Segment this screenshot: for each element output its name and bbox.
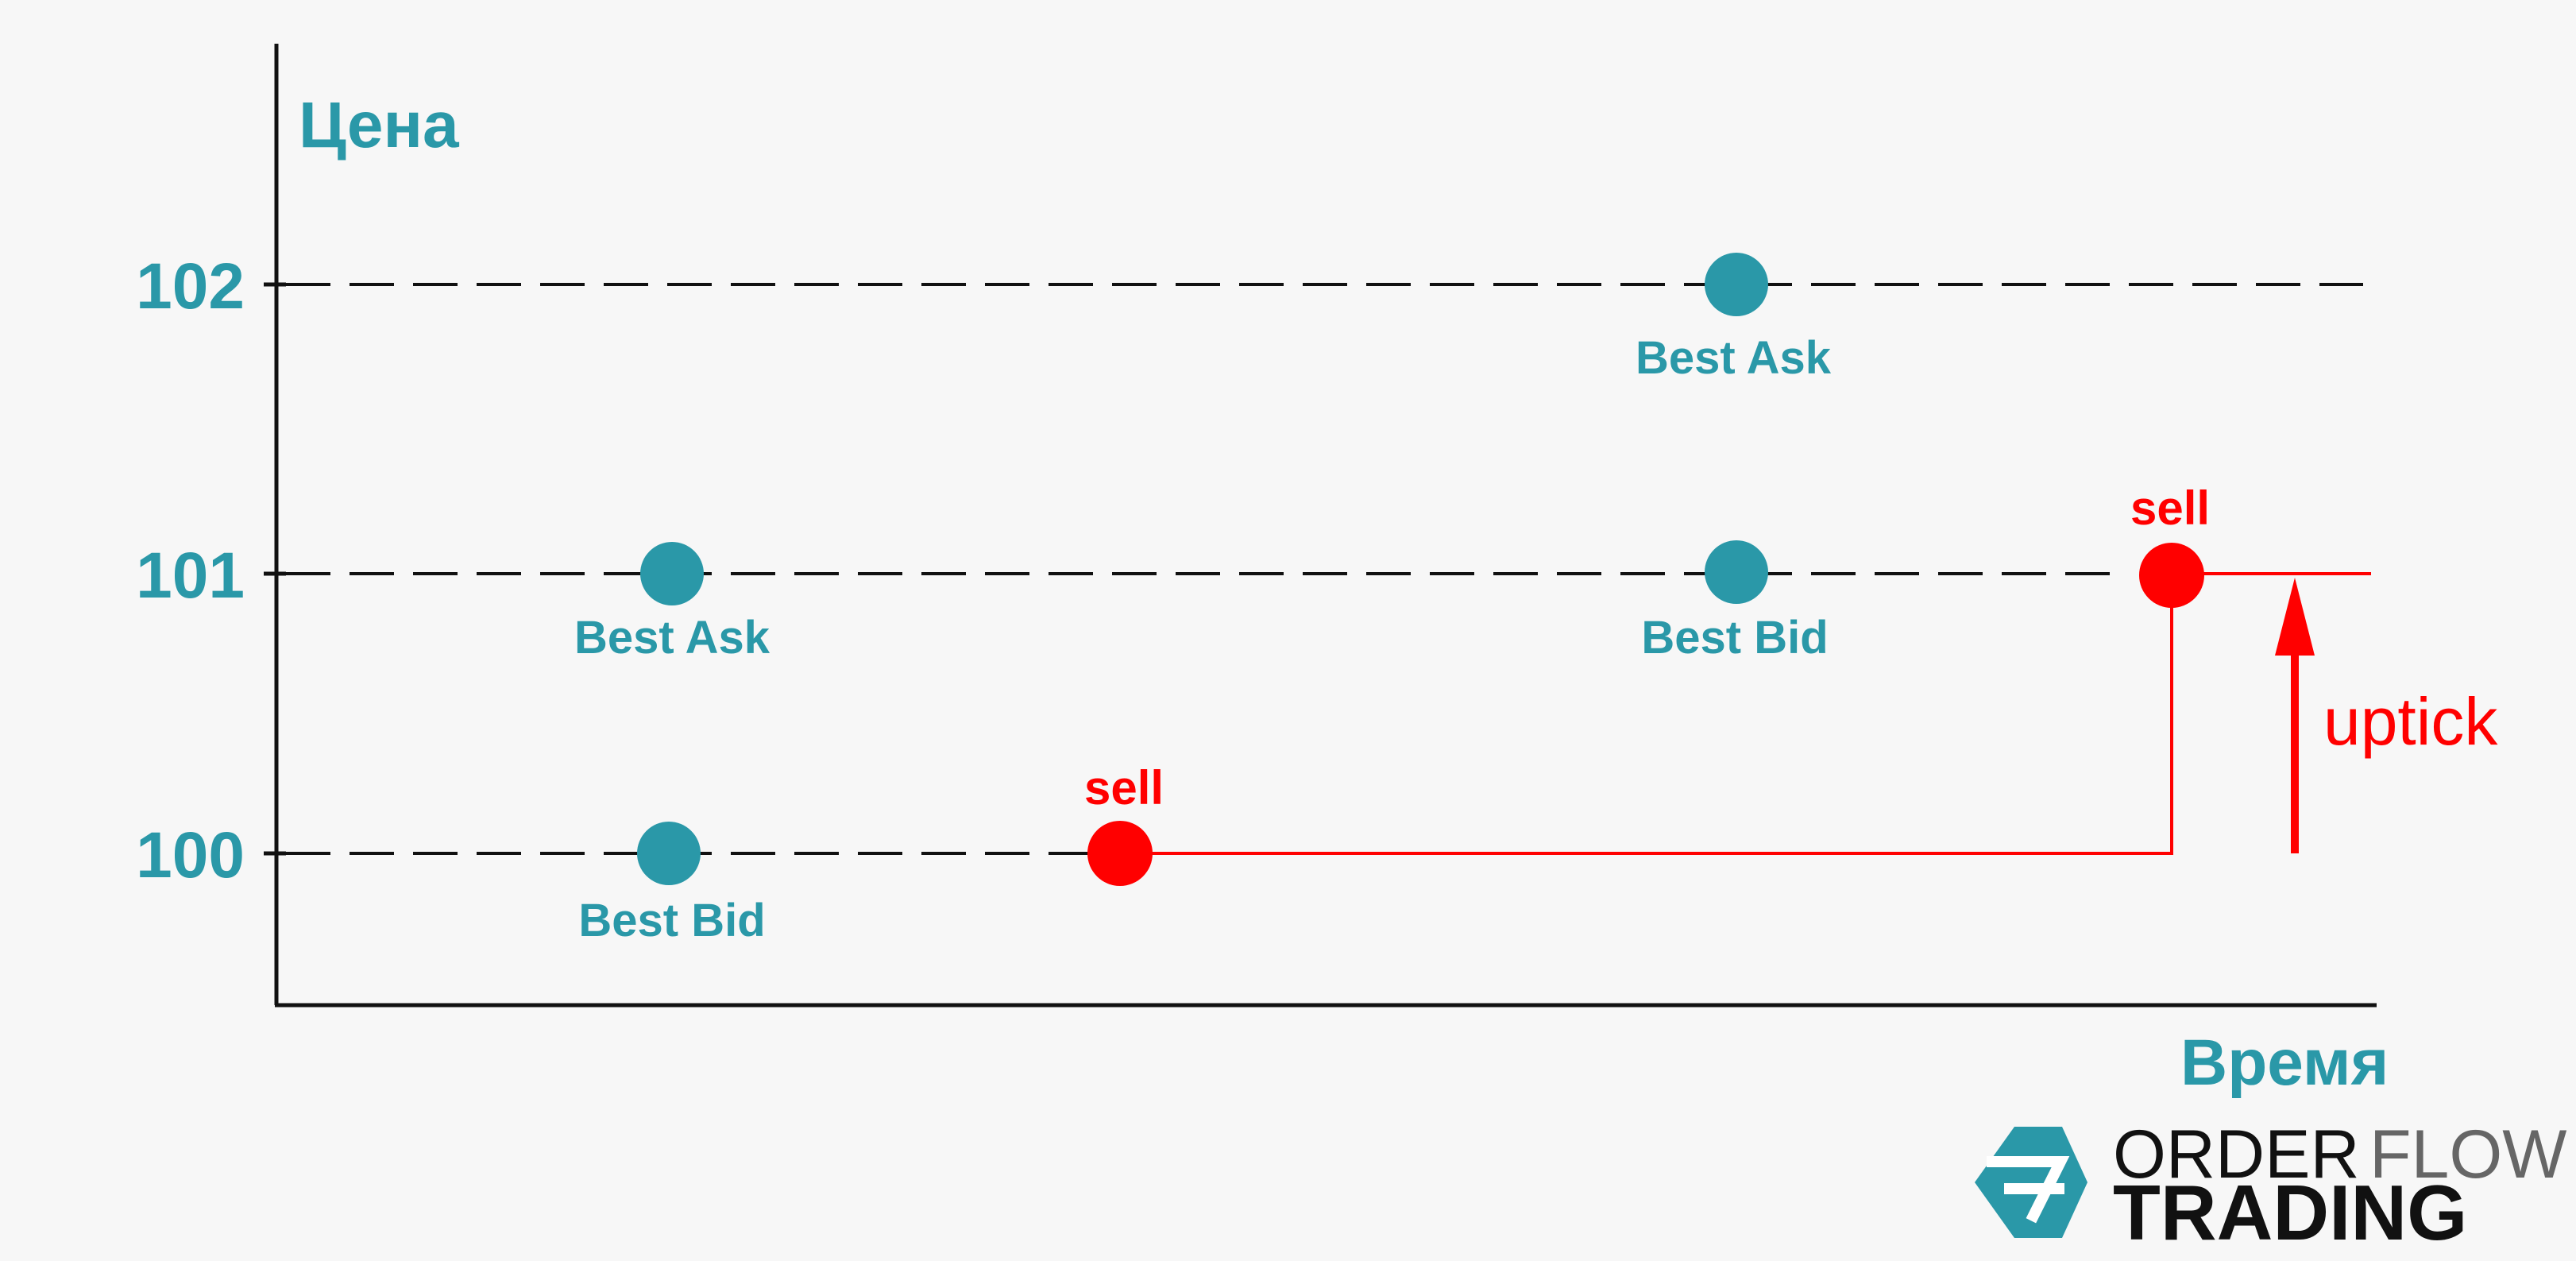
logo-word-order: ORDER	[2113, 1116, 2360, 1193]
sell-label-2: sell	[2130, 482, 2210, 535]
best-bid-point-2	[1705, 540, 1768, 604]
best-ask-point-2	[1705, 253, 1768, 316]
best-bid-label-2: Best Bid	[1641, 612, 1828, 663]
best-ask-label-1: Best Ask	[574, 612, 770, 663]
best-bid-label-1: Best Bid	[578, 895, 765, 946]
logo-word-trading: TRADING	[2113, 1169, 2467, 1256]
uptick-arrow-head	[2275, 578, 2315, 656]
tick-label-100: 100	[136, 819, 245, 892]
sell-point-1	[1087, 821, 1153, 886]
best-ask-label-2: Best Ask	[1636, 332, 1832, 384]
sell-point-2	[2139, 543, 2204, 608]
best-ask-point-1	[640, 542, 704, 605]
logo-word-flow: FLOW	[2369, 1116, 2566, 1193]
sell-price-path	[1120, 572, 2371, 855]
order-flow-trading-logo: ORDER FLOW TRADING	[1975, 1116, 2566, 1256]
uptick-label: uptick	[2323, 684, 2498, 759]
sell-label-1: sell	[1084, 761, 1164, 814]
tick-label-101: 101	[136, 540, 245, 612]
y-axis-title: Цена	[299, 89, 460, 161]
logo-hexagon-icon	[1975, 1127, 2087, 1238]
logo-glyph-icon	[1987, 1156, 2070, 1224]
x-axis-title: Время	[2180, 1027, 2389, 1099]
best-bid-point-1	[637, 822, 701, 885]
tick-label-102: 102	[136, 250, 245, 323]
